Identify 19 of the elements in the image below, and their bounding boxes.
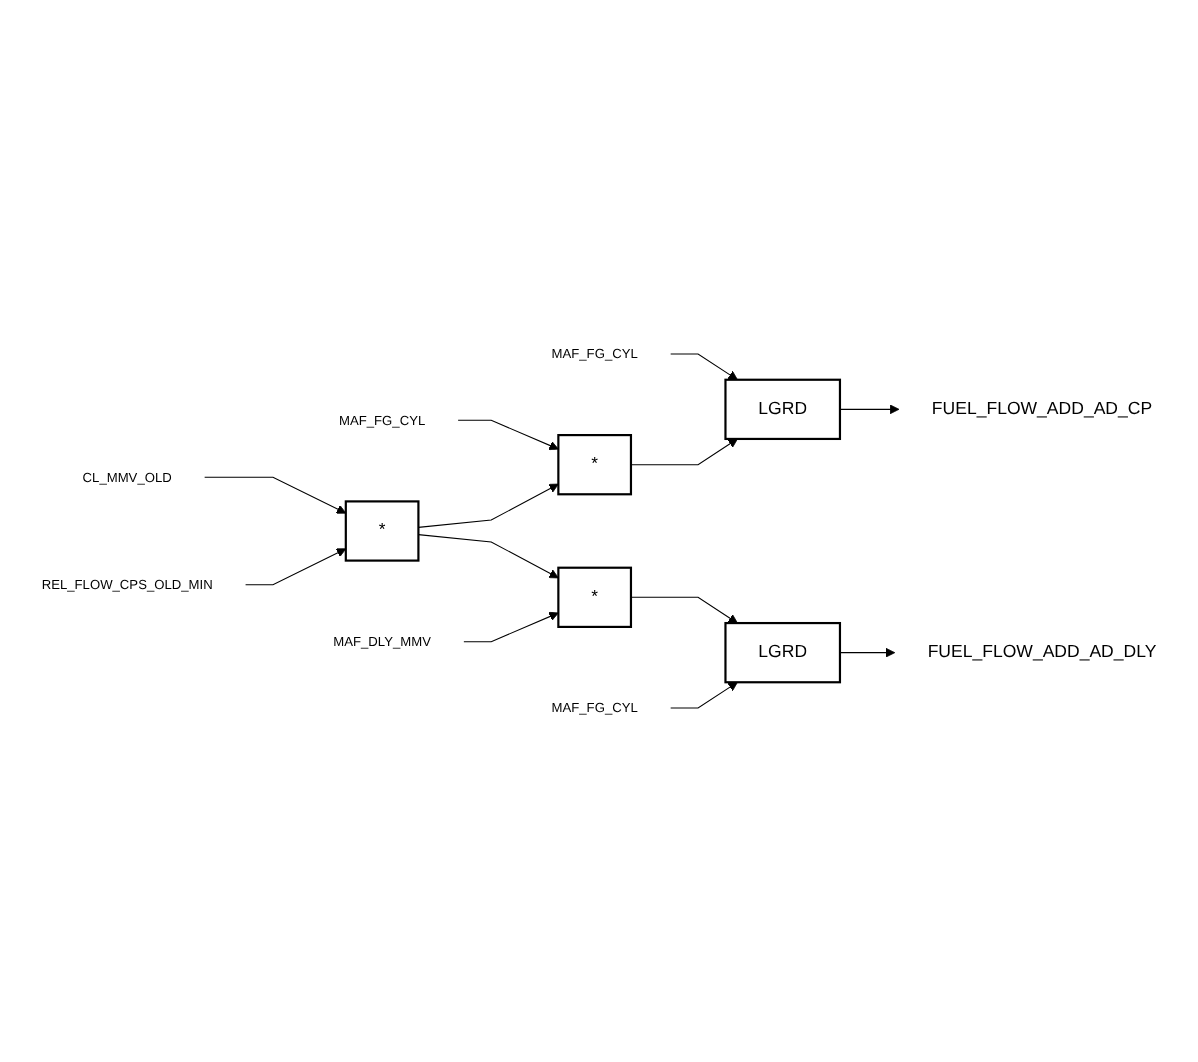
arrow [670, 353, 738, 381]
arrow [204, 476, 347, 514]
arrow [670, 681, 738, 709]
node-box: LGRD [724, 378, 842, 441]
node-text: FUEL_FLOW_ADD_AD_DLY [927, 642, 1157, 662]
arrow [463, 611, 559, 643]
arrow [245, 548, 347, 586]
node-box: LGRD [724, 621, 842, 684]
node-box: * [557, 434, 633, 496]
arrow [457, 419, 559, 451]
arrow [417, 534, 559, 579]
arrow [630, 438, 738, 466]
node-box: * [344, 500, 420, 562]
arrow [417, 483, 559, 528]
node-box: * [557, 566, 633, 628]
arrow [839, 647, 896, 658]
node-text: FUEL_FLOW_ADD_AD_CP [931, 399, 1153, 419]
arrow [839, 404, 900, 415]
arrow [630, 596, 738, 624]
